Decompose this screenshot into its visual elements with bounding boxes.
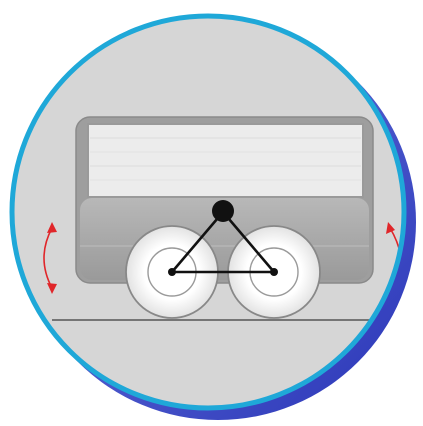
circle-outline (9, 13, 407, 411)
bogie-linkage (171, 211, 275, 274)
car-window (87, 123, 364, 198)
pivot-joint (212, 200, 234, 222)
rocking-arrow-icon (43, 222, 57, 294)
